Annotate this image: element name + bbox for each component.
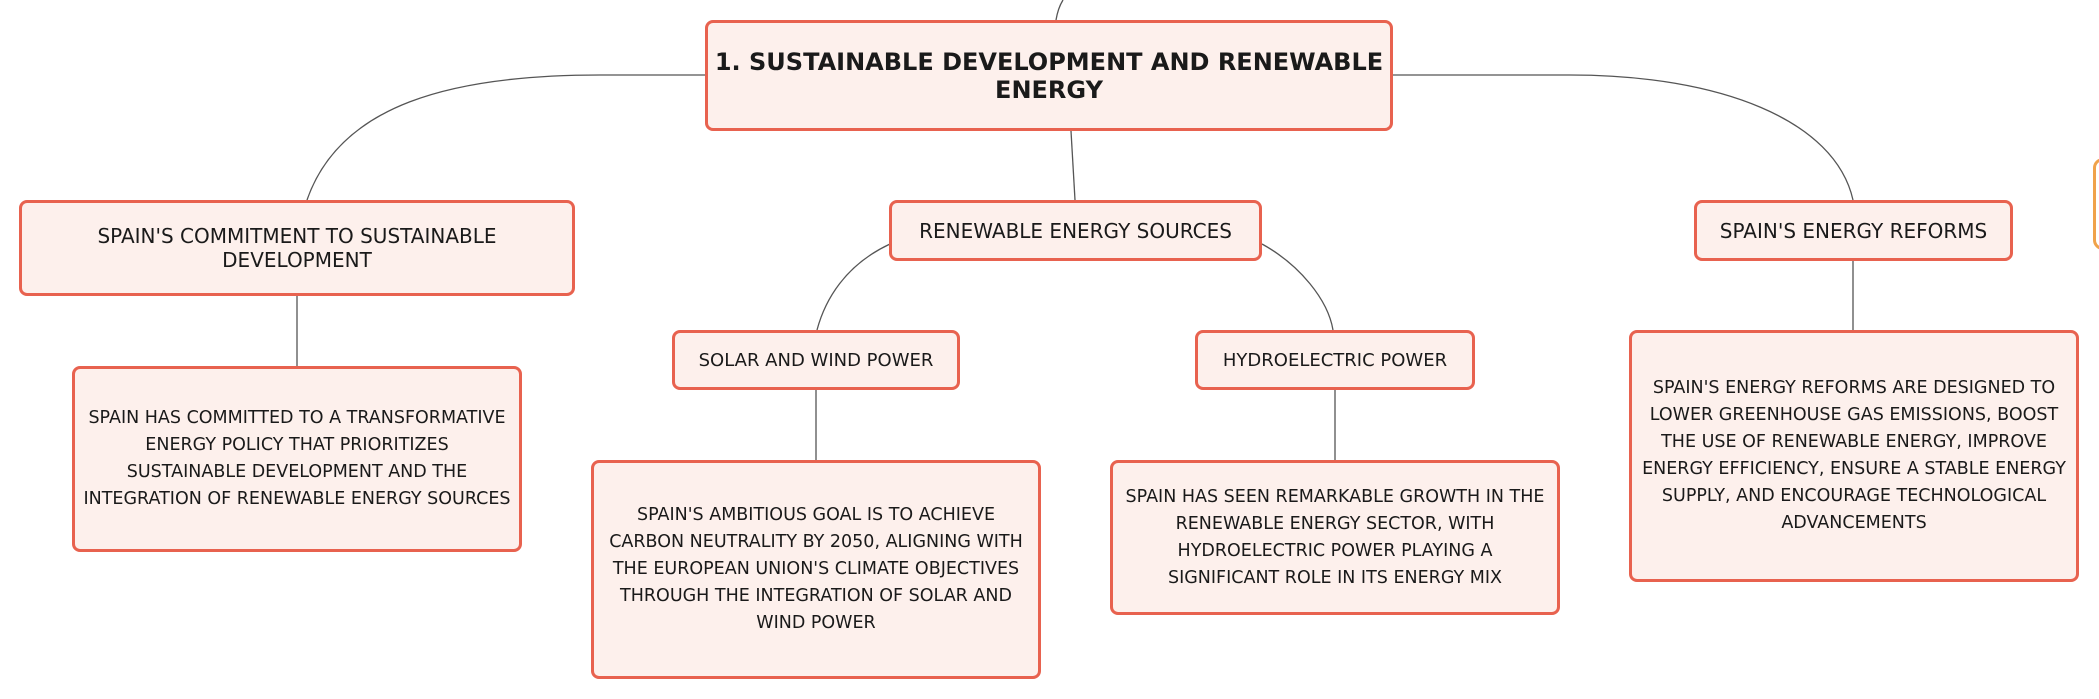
root-topic-label: 1. SUSTAINABLE DEVELOPMENT AND RENEWABLE… [714,47,1384,104]
hydroelectric-detail-text: SPAIN HAS SEEN REMARKABLE GROWTH IN THE … [1125,486,1545,588]
hydroelectric-label: HYDROELECTRIC POWER [1222,349,1448,371]
commitment-label: SPAIN'S COMMITMENT TO SUSTAINABLE DEVELO… [97,224,497,272]
connector-sources-to-hydro [1261,243,1334,331]
commitment-node[interactable]: SPAIN'S COMMITMENT TO SUSTAINABLE DEVELO… [19,200,575,296]
energy-reforms-label: SPAIN'S ENERGY REFORMS [1719,218,1988,243]
commitment-detail-node[interactable]: SPAIN HAS COMMITTED TO A TRANSFORMATIVE … [72,366,522,552]
energy-reforms-node[interactable]: SPAIN'S ENERGY REFORMS [1694,200,2013,261]
reforms-detail-text: SPAIN'S ENERGY REFORMS ARE DESIGNED TO L… [1642,378,2066,533]
offscreen-node-edge [2093,158,2099,250]
renewable-sources-node[interactable]: RENEWABLE ENERGY SOURCES [889,200,1262,261]
solar-wind-label: SOLAR AND WIND POWER [698,349,934,371]
hydroelectric-detail-node[interactable]: SPAIN HAS SEEN REMARKABLE GROWTH IN THE … [1110,460,1560,615]
connector-root-to-commitment [306,74,707,201]
hydroelectric-node[interactable]: HYDROELECTRIC POWER [1195,330,1475,390]
solar-wind-detail-node[interactable]: SPAIN'S AMBITIOUS GOAL IS TO ACHIEVE CAR… [591,460,1041,679]
reforms-detail-node[interactable]: SPAIN'S ENERGY REFORMS ARE DESIGNED TO L… [1629,330,2079,582]
root-topic-node[interactable]: 1. SUSTAINABLE DEVELOPMENT AND RENEWABLE… [705,20,1393,131]
connector-sources-to-solar [816,243,891,331]
commitment-detail-text: SPAIN HAS COMMITTED TO A TRANSFORMATIVE … [83,408,511,509]
connector-root-to-reforms [1393,74,1854,201]
connector-parent-to-root [1055,0,1064,21]
renewable-sources-label: RENEWABLE ENERGY SOURCES [919,218,1232,243]
connector-root-to-sources [1070,130,1076,201]
solar-wind-detail-text: SPAIN'S AMBITIOUS GOAL IS TO ACHIEVE CAR… [609,505,1023,633]
solar-wind-node[interactable]: SOLAR AND WIND POWER [672,330,960,390]
